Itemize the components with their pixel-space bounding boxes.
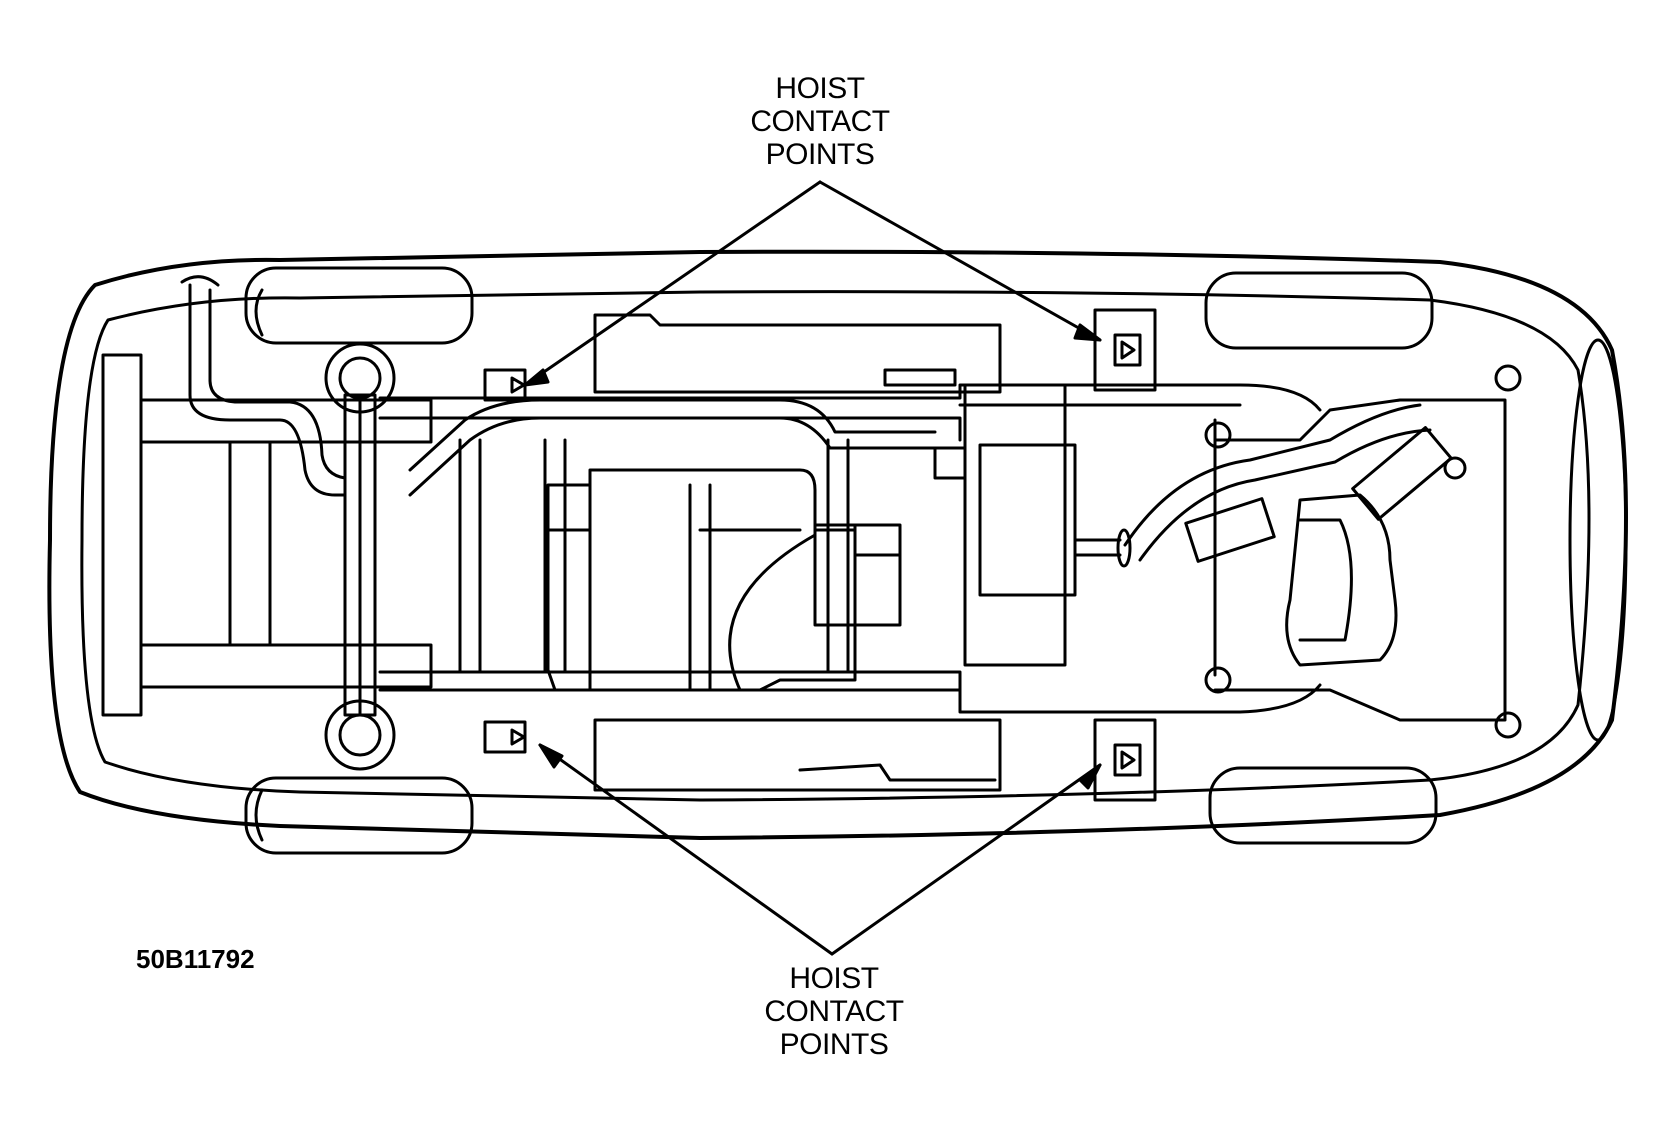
hoist-pad-front-left — [1093, 308, 1157, 392]
rear-left-tire — [244, 266, 474, 345]
hoist-contact-points-label-bottom: HOIST CONTACT POINTS — [714, 962, 954, 1061]
rear-crossmember — [101, 353, 433, 717]
tailpipe — [180, 275, 347, 497]
heat-shield-upper — [593, 313, 1002, 394]
hoist-pad-rear-right — [483, 720, 527, 754]
frame-rails — [378, 383, 1322, 714]
rear-right-tire — [244, 776, 474, 855]
fuel-tank — [546, 468, 857, 692]
front-crossmember — [1204, 364, 1522, 739]
label-line: CONTACT — [750, 105, 890, 138]
label-line: HOIST — [775, 72, 865, 105]
leader-lines-bottom — [538, 743, 1102, 956]
exhaust-pipe — [408, 398, 967, 497]
hoist-pad-rear-left — [483, 368, 527, 402]
label-line: POINTS — [765, 138, 875, 171]
front-left-tire — [1204, 271, 1434, 350]
transmission — [1285, 493, 1398, 667]
hoist-contact-points-label-top: HOIST CONTACT POINTS — [700, 72, 940, 171]
muffler — [963, 383, 1132, 667]
leader-lines-top — [523, 180, 1102, 387]
catalytic-converter — [1123, 403, 1453, 563]
figure-id: 50B11792 — [136, 944, 255, 974]
label-line: CONTACT — [764, 995, 904, 1028]
rear-axle — [324, 342, 396, 771]
vehicle-body-outline — [47, 249, 1628, 840]
hoist-pad-front-right — [1093, 718, 1157, 802]
evap-canister — [813, 523, 902, 627]
label-line: POINTS — [779, 1028, 889, 1061]
heat-shield-lower — [593, 718, 1002, 792]
front-right-tire — [1208, 766, 1438, 845]
label-line: HOIST — [789, 962, 879, 995]
